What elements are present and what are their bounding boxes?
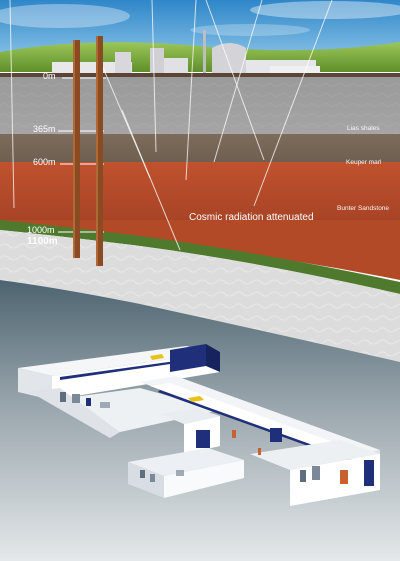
ground-surface	[0, 73, 400, 77]
layer-label-lias-shales: Lias shales	[347, 125, 380, 132]
depth-label-365m: 365m	[33, 124, 56, 134]
cosmic-ray-paths	[9, 0, 333, 251]
stratum-lias-shales	[0, 134, 400, 162]
mine-shaft-icon	[73, 36, 103, 266]
depth-label-0m: 0m	[43, 71, 56, 81]
cloud	[190, 24, 310, 36]
surface-building-icon	[52, 30, 320, 74]
cloud	[0, 4, 130, 28]
depth-label-1000m: 1000m	[27, 225, 55, 235]
layer-label-keuper-marl: Keuper marl	[346, 159, 382, 166]
layer-label-bunter-sandstone: Bunter Sandstone	[337, 205, 390, 212]
depth-label-600m: 600m	[33, 157, 56, 167]
cosmic-radiation-annotation: Cosmic radiation attenuated	[189, 212, 314, 223]
depth-label-1100m: 1100m	[27, 236, 58, 247]
underground-laboratory-icon	[18, 344, 380, 506]
cloud	[250, 1, 400, 19]
stratum-bunter-sandstone	[0, 162, 400, 220]
